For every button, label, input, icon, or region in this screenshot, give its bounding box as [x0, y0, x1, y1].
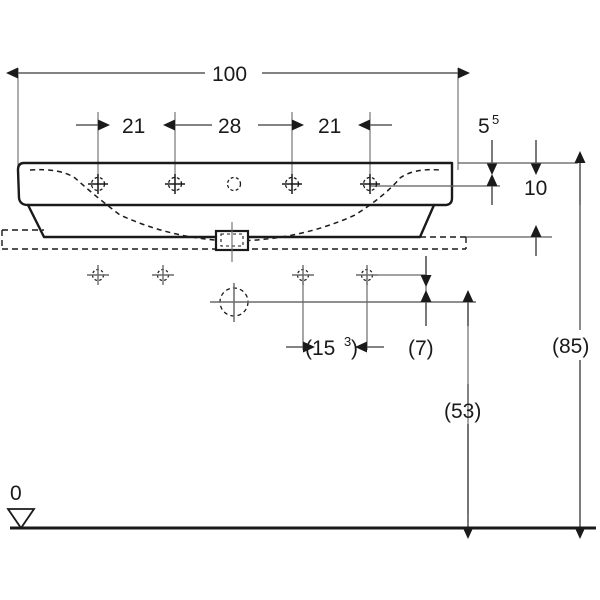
- left-tap-spacing-label: 21: [122, 115, 145, 138]
- right-tap-spacing-label: 21: [318, 115, 341, 138]
- mounting-hole-marker: [87, 265, 109, 285]
- floor-datum-marker: 0: [6, 482, 36, 530]
- overall-width-label: 100: [212, 63, 247, 86]
- mounting-hole-marker: [152, 265, 174, 285]
- trap-drop-label: (53): [444, 400, 481, 423]
- dimension-mounting-height: (85): [552, 151, 589, 539]
- bracket-offset-label-close: ): [351, 337, 358, 360]
- tap-hole-marker: [165, 174, 185, 194]
- bowl-hidden-contour: [29, 168, 441, 242]
- rim-thickness-superscript: 5: [492, 112, 499, 127]
- tap-hole-marker: [282, 174, 302, 194]
- tap-hole-markers: [88, 174, 380, 194]
- dimension-tap-spacings: 21 28 21: [76, 115, 392, 138]
- tap-hole-marker: [360, 174, 380, 194]
- dimension-overall-width: 100: [6, 63, 470, 86]
- dimension-bracket-offset: (15 3 ): [286, 334, 384, 360]
- tap-hole-marker: [88, 174, 108, 194]
- tap-hole-marker-center: [226, 176, 242, 192]
- dimension-bracket-gap-arrows: [420, 256, 474, 326]
- floor-datum-label: 0: [10, 482, 22, 505]
- bracket-gap-label: (7): [408, 337, 434, 360]
- bracket-offset-label: (15: [305, 337, 335, 360]
- center-tap-spacing-label: 28: [218, 115, 241, 138]
- mounting-height-label: (85): [552, 335, 589, 358]
- trap-center-marker: [210, 283, 258, 322]
- dimension-bracket-gap: (7): [408, 337, 434, 360]
- dimension-rim-thickness: 5 5: [478, 112, 542, 175]
- waste-outlet: [214, 222, 250, 262]
- basin-height-label: 10: [524, 177, 547, 200]
- dimension-basin-height: 10: [486, 174, 547, 256]
- rim-thickness-label: 5: [478, 115, 490, 138]
- dimension-trap-drop: (53): [444, 384, 481, 539]
- bracket-offset-superscript: 3: [344, 334, 351, 349]
